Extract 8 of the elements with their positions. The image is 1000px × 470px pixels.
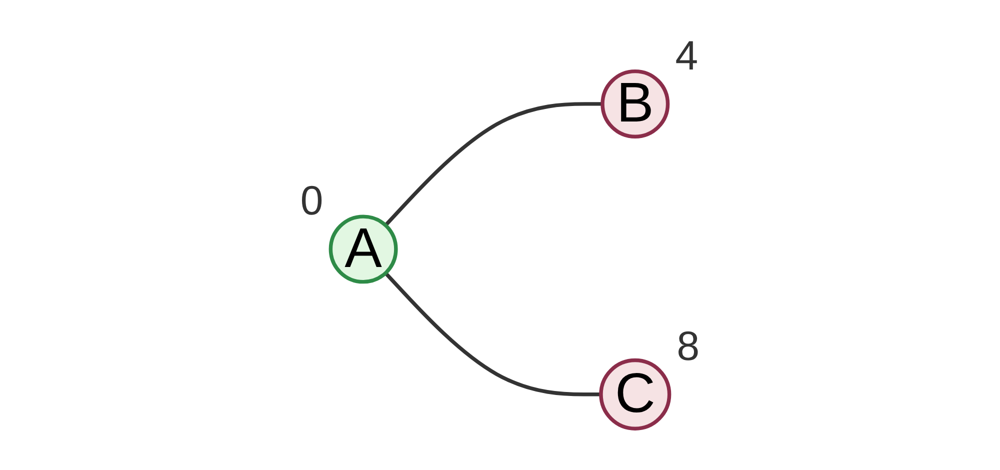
node-weight: 4 [675, 32, 698, 78]
node-circle: A [328, 214, 398, 284]
connector [384, 272, 601, 396]
node-circle: C [599, 358, 672, 430]
node-circle: B [600, 69, 670, 138]
connector [384, 102, 603, 227]
node-weight: 0 [300, 178, 324, 224]
node-weight: 8 [676, 322, 700, 369]
